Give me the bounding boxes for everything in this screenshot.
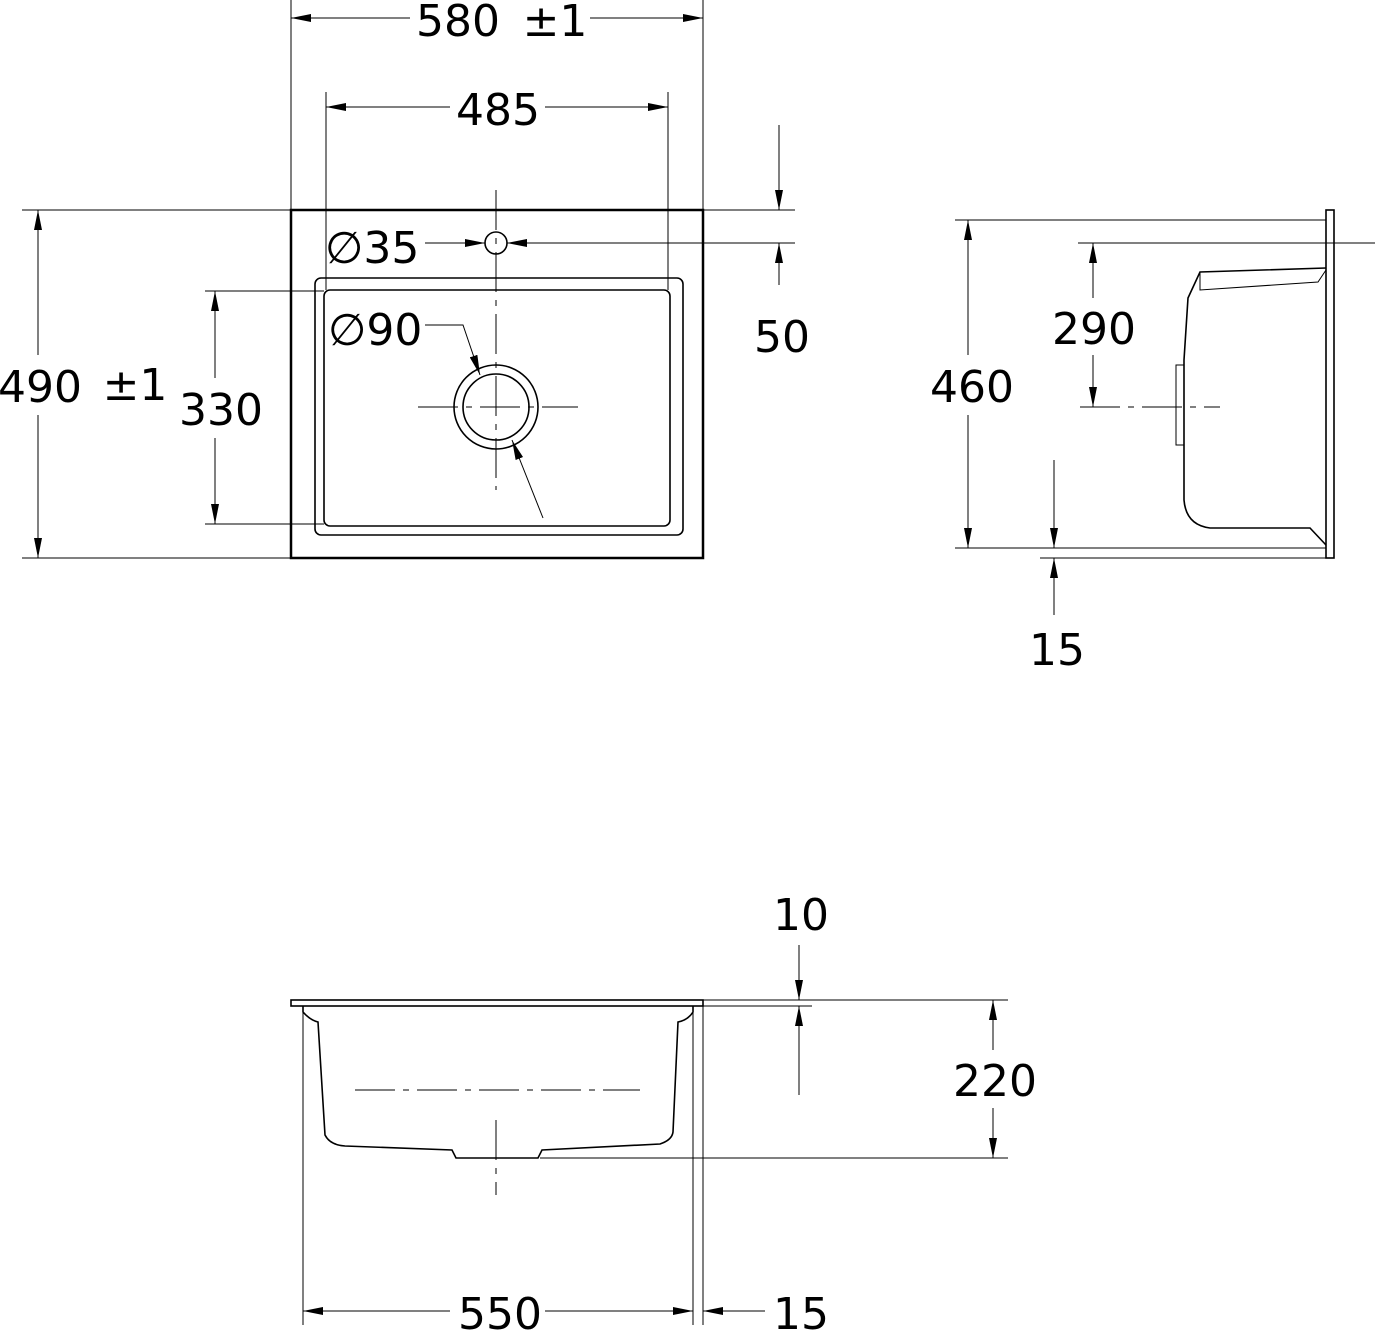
dim-overall-width: 580 (416, 0, 500, 47)
dim-bowl-length: 460 (930, 362, 1014, 413)
dim-tap-hole-offset: 50 (754, 312, 810, 363)
dim-overall-depth: 490 (0, 362, 82, 413)
dim-overall-depth-tol: ±1 (103, 360, 168, 411)
dim-bowl-height: 220 (953, 1056, 1037, 1107)
dim-bowl-depth: 330 (179, 385, 263, 436)
side-view: 460 290 15 (930, 209, 1375, 676)
front-bowl-profile (302, 1006, 694, 1159)
front-view: 10 220 550 15 (290, 890, 1037, 1335)
top-view: 580 ±1 485 490 ±1 330 ∅35 ∅90 50 (0, 0, 810, 560)
side-rim (1325, 209, 1335, 559)
dim-side-margin: 15 (773, 1289, 829, 1335)
dim-rear-margin: 15 (1029, 625, 1085, 676)
dim-drain-offset: 290 (1052, 304, 1136, 355)
dim-bowl-width: 485 (456, 85, 540, 136)
bowl-inner-edge (323, 289, 671, 527)
dim-drain-dia: ∅90 (328, 305, 422, 356)
sink-outline (289, 208, 705, 560)
dim-rim-thickness: 10 (773, 890, 829, 941)
dim-overall-width-tol: ±1 (523, 0, 588, 47)
front-rim (290, 999, 704, 1007)
dim-bowl-outer-width: 550 (458, 1289, 542, 1335)
dim-tap-hole-dia: ∅35 (325, 223, 419, 274)
bowl-outer-edge (314, 277, 684, 536)
side-bowl-profile (1183, 267, 1327, 546)
